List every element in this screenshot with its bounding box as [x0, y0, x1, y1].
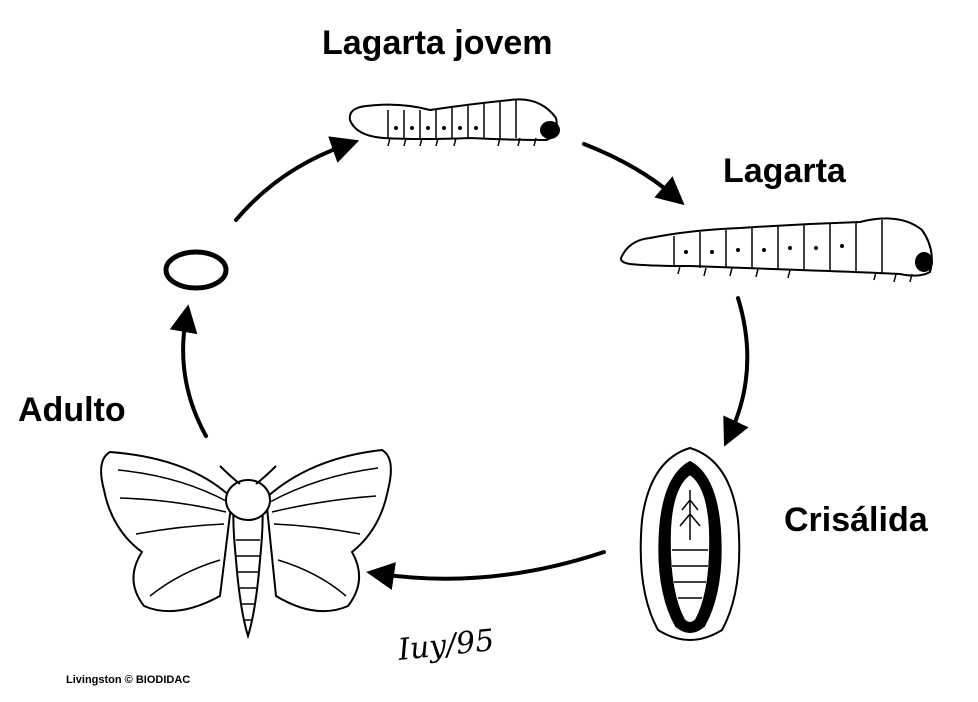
arrow-larva-to-pupa [723, 296, 750, 447]
label-larva: Lagarta [723, 152, 846, 190]
cycle-arrows [169, 136, 750, 590]
larva-icon [620, 217, 933, 283]
adult-moth-icon [100, 448, 392, 640]
label-pupa: Crisálida [784, 501, 928, 539]
label-young-larva: Lagarta jovem [322, 24, 553, 62]
moth-right-wing [264, 448, 392, 613]
label-adult: Adulto [18, 391, 126, 429]
moth-left-wing [100, 450, 234, 613]
egg-icon [163, 249, 229, 291]
arrow-adult-to-egg [169, 304, 208, 438]
young-larva-icon [348, 98, 560, 147]
moth-antennae [219, 465, 277, 485]
pupa-icon [639, 446, 741, 641]
arrow-egg-to-young-larva [234, 136, 360, 222]
moth-body [232, 499, 264, 640]
credit-text: Livingston © BIODIDAC [66, 674, 191, 686]
arrow-young-larva-to-larva [582, 142, 685, 206]
arrow-pupa-to-adult [366, 550, 606, 590]
